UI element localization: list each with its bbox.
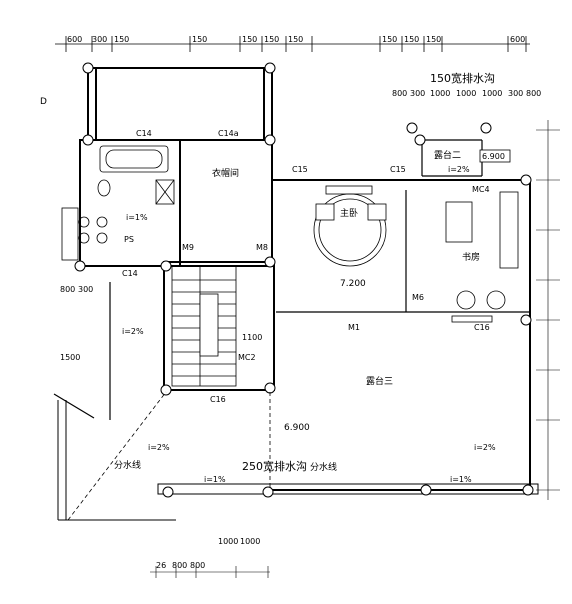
- dim-1100: 1100: [242, 333, 262, 342]
- left-dim-0: 800: [60, 285, 75, 294]
- split-line-label-1: 分水线: [114, 459, 141, 471]
- r-dim-4: 1000: [482, 89, 502, 98]
- top-dim-10: 600: [510, 35, 525, 44]
- balcony-two-label: 露台二: [434, 149, 461, 161]
- bottom-dim-2: 800: [190, 561, 205, 570]
- door-m9: M9: [182, 243, 194, 252]
- interior-partitions: [53, 139, 530, 420]
- top-dim-3: 150: [192, 35, 207, 44]
- bottom-dim-3: 1000: [218, 537, 238, 546]
- r-dim-6: 800: [526, 89, 541, 98]
- door-m8: M8: [256, 243, 268, 252]
- exterior-walls: [79, 67, 531, 491]
- r-dim-0: 800: [392, 89, 407, 98]
- window-c14-c: C14: [122, 269, 138, 278]
- top-dim-8: 150: [404, 35, 419, 44]
- r-dim-2: 1000: [430, 89, 450, 98]
- r-dim-3: 1000: [456, 89, 476, 98]
- left-dim-1: 300: [78, 285, 93, 294]
- top-dim-0: 600: [67, 35, 82, 44]
- drain-top-label: 150宽排水沟: [430, 71, 495, 85]
- window-c15-a: C15: [292, 165, 308, 174]
- door-m1: M1: [348, 323, 360, 332]
- bottom-dim-0: 26: [156, 561, 166, 570]
- window-c16-a: C16: [210, 395, 226, 404]
- door-mc4: MC4: [472, 185, 490, 194]
- top-dim-9: 150: [426, 35, 441, 44]
- balcony-three-label: 露台三: [366, 375, 393, 387]
- bottom-dim-1: 800: [172, 561, 187, 570]
- pit-label: PS: [124, 235, 134, 244]
- slope-label-6: i=1%: [450, 475, 472, 484]
- top-dim-6: 150: [288, 35, 303, 44]
- round-bed: [313, 185, 387, 267]
- slope-label-5: i=1%: [204, 475, 226, 484]
- door-mc2: MC2: [238, 353, 256, 362]
- slope-label-2: i=2%: [122, 327, 144, 336]
- bottom-dim-4: 1000: [240, 537, 260, 546]
- dim-1500: 1500: [60, 353, 80, 362]
- drain-channels: [57, 400, 539, 521]
- top-dim-1: 300: [92, 35, 107, 44]
- window-c14-a: C14: [136, 129, 152, 138]
- stair-flight: [171, 265, 237, 387]
- elev-top: 6.900: [482, 152, 505, 161]
- column-grid-circles: [74, 62, 534, 498]
- window-c14-b: C14a: [218, 129, 239, 138]
- slope-label-3: i=2%: [148, 443, 170, 452]
- elev-top-box: [479, 149, 511, 163]
- top-dim-4: 150: [242, 35, 257, 44]
- top-dim-5: 150: [264, 35, 279, 44]
- r-dim-1: 300: [410, 89, 425, 98]
- bottom-dimension-ticks: [150, 566, 270, 578]
- window-c16-b: C16: [474, 323, 490, 332]
- slope-label-1: i=1%: [126, 213, 148, 222]
- slope-label-4: i=2%: [474, 443, 496, 452]
- closet-label: 衣帽间: [212, 167, 239, 179]
- top-dim-7: 150: [382, 35, 397, 44]
- split-line-label-2: 分水线: [310, 461, 337, 473]
- right-dimension-ticks: [536, 120, 560, 500]
- bathroom-fixtures: [61, 145, 175, 261]
- elev-mid: 7.200: [340, 279, 366, 289]
- top-dimension-chain: [55, 36, 530, 52]
- door-m6: M6: [412, 293, 424, 302]
- master-bed-label: 主卧: [340, 207, 358, 219]
- slope-label-7: i=2%: [448, 165, 470, 174]
- top-dim-2: 150: [114, 35, 129, 44]
- elev-bottom: 6.900: [284, 423, 310, 433]
- r-dim-5: 300: [508, 89, 523, 98]
- study-label: 书房: [462, 251, 480, 263]
- split-water-lines: [67, 391, 271, 521]
- grid-axis-d: D: [40, 97, 47, 107]
- drain-bottom-label: 250宽排水沟: [242, 459, 307, 473]
- window-c15-b: C15: [390, 165, 406, 174]
- study-furniture: [445, 191, 519, 323]
